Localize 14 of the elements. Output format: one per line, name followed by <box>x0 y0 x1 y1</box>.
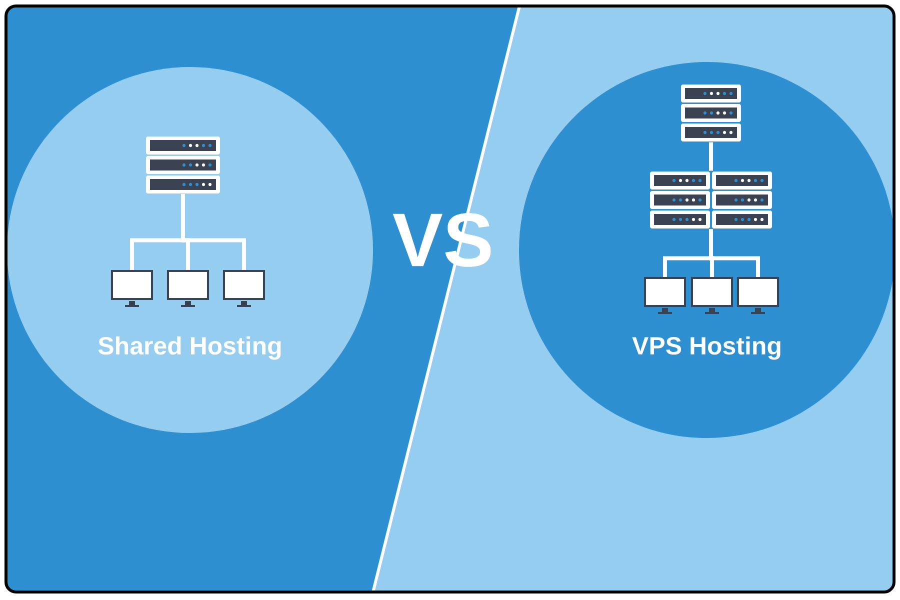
server-stack-icon <box>650 172 772 228</box>
connector-line <box>181 194 246 270</box>
server-stack-icon <box>146 136 220 194</box>
monitor-icon <box>111 270 153 307</box>
panel-title: Shared Hosting <box>98 336 281 360</box>
server-stack-icon <box>681 84 741 142</box>
panel-title: VPS Hosting <box>632 336 780 360</box>
monitor-icon <box>644 277 686 314</box>
connector-line <box>709 229 760 277</box>
monitor-icon <box>223 270 265 307</box>
monitor-icon <box>737 277 779 314</box>
monitor-icon <box>167 270 209 307</box>
connector-line <box>709 142 713 171</box>
monitor-icon <box>691 277 733 314</box>
